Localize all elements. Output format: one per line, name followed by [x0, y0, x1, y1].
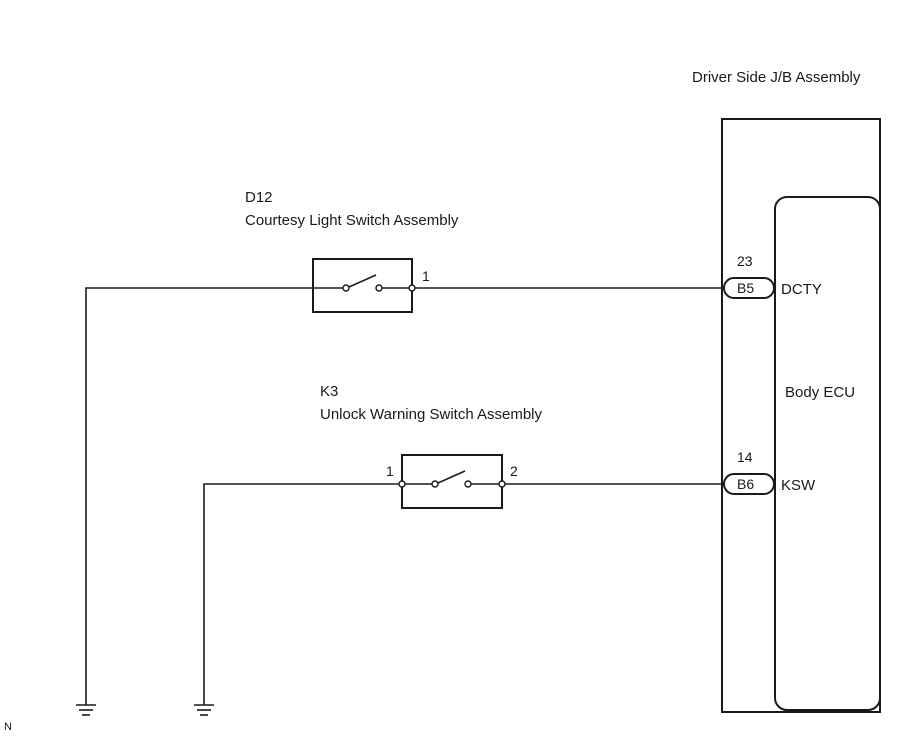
- switch-k3-terminal-2: 2: [510, 463, 518, 479]
- switch-k3-terminal-1: 1: [386, 463, 394, 479]
- footer-marker: N: [4, 721, 12, 733]
- connector-b6-label: B6: [737, 476, 754, 492]
- switch-d12-box: [312, 258, 413, 313]
- switch-d12-name: Courtesy Light Switch Assembly: [245, 212, 459, 229]
- signal-ksw-label: KSW: [781, 477, 816, 494]
- switch-d12-terminal-1: 1: [422, 268, 430, 284]
- switch-k3-name: Unlock Warning Switch Assembly: [320, 406, 543, 423]
- switch-k3-code: K3: [320, 383, 338, 400]
- wire-d12-ground: [85, 287, 313, 705]
- jb-assembly-title: Driver Side J/B Assembly: [692, 69, 861, 86]
- wire-k3-ground: [203, 483, 399, 705]
- ground-icon: [76, 704, 96, 716]
- switch-k3-box: [401, 454, 503, 509]
- signal-dcty-label: DCTY: [781, 281, 822, 298]
- body-ecu-box: [774, 196, 881, 711]
- connector-pin-23: 23: [737, 253, 753, 269]
- jb-assembly-box: [721, 118, 881, 713]
- connector-pin-14: 14: [737, 449, 753, 465]
- connector-b5-label: B5: [737, 280, 754, 296]
- switch-k3-contact-icon: [398, 470, 506, 488]
- switch-d12-contact-icon: [313, 274, 416, 292]
- body-ecu-label: Body ECU: [785, 384, 855, 401]
- switch-d12-code: D12: [245, 189, 273, 206]
- ground-icon: [194, 704, 214, 716]
